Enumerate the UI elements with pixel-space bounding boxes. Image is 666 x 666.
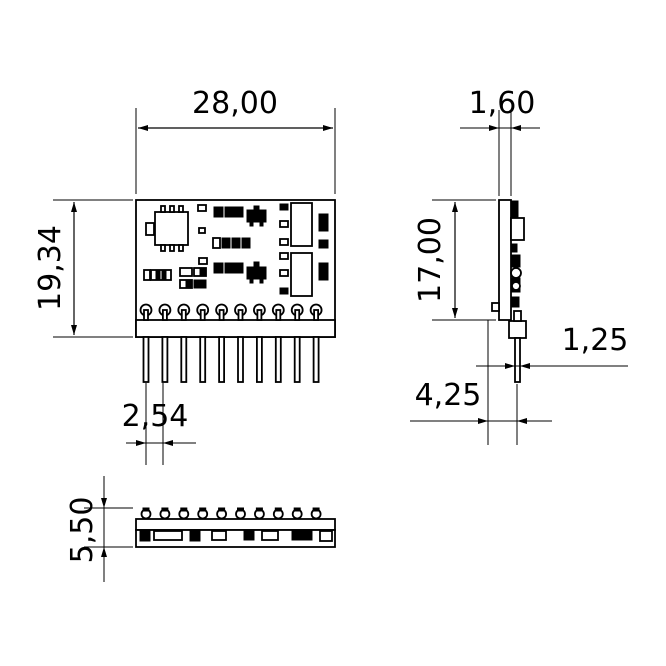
side-components [491,200,525,312]
header-pin [234,303,247,383]
bottom-pin [216,507,228,520]
header-pin [271,303,285,383]
dim-front-width: 28,00 [135,86,336,194]
dim-label-side-height: 17,00 [413,217,448,303]
ic-pins-top [160,205,184,213]
header-pin [309,303,323,383]
bottom-pin [159,507,171,520]
side-pin-top [513,310,522,322]
dim-label-front-height: 19,34 [33,225,68,311]
smd-components [143,202,329,297]
header-pin [158,303,172,383]
dim-label-pin-width: 1,25 [562,323,629,358]
dim-side-thickness: 1,60 [460,86,540,196]
ic-pins-bottom [160,244,184,252]
header-pin [252,303,266,383]
header-pin [196,303,210,383]
ic-pin [160,205,166,213]
bottom-pin [291,507,303,520]
bottom-pin [310,507,322,520]
header-pin [177,303,191,383]
dim-label-front-width: 28,00 [192,86,278,121]
dim-pin-pitch: 2,54 [122,383,196,465]
side-view [491,199,527,383]
ic-pin [169,244,175,252]
bottom-pin [140,507,152,520]
bottom-pin [197,507,209,520]
ic-pin [178,244,184,252]
dim-side-height: 17,00 [413,199,496,321]
dim-bottom-height: 5,50 [65,476,133,582]
dim-label-bottom-height: 5,50 [65,497,100,564]
header-pin [290,303,304,383]
bottom-components [139,530,333,542]
dim-pin-offset: 4,25 [410,320,552,445]
front-header-strip [135,319,336,338]
side-header [508,320,527,339]
bottom-pins [140,507,322,520]
dim-label-side-thickness: 1,60 [469,86,536,121]
bottom-pin [253,507,265,520]
ic-pin [160,244,166,252]
dim-pin-width: 1,25 [476,323,628,382]
front-pins [139,303,323,383]
bottom-pin [272,507,284,520]
ic-pin [169,205,175,213]
bottom-pin [235,507,246,520]
side-pcb [498,199,512,321]
front-view [135,199,336,383]
bottom-pin [178,507,190,520]
bottom-view [135,507,336,548]
bottom-pcb [135,529,336,548]
header-pin [215,303,229,383]
dim-front-height: 19,34 [33,199,133,338]
header-pin [139,303,153,383]
bottom-header-strip [135,518,336,531]
ic-pin [178,205,184,213]
dim-label-pin-offset: 4,25 [415,378,482,413]
side-pin-bottom [514,337,521,383]
dim-label-pin-pitch: 2,54 [122,399,189,434]
